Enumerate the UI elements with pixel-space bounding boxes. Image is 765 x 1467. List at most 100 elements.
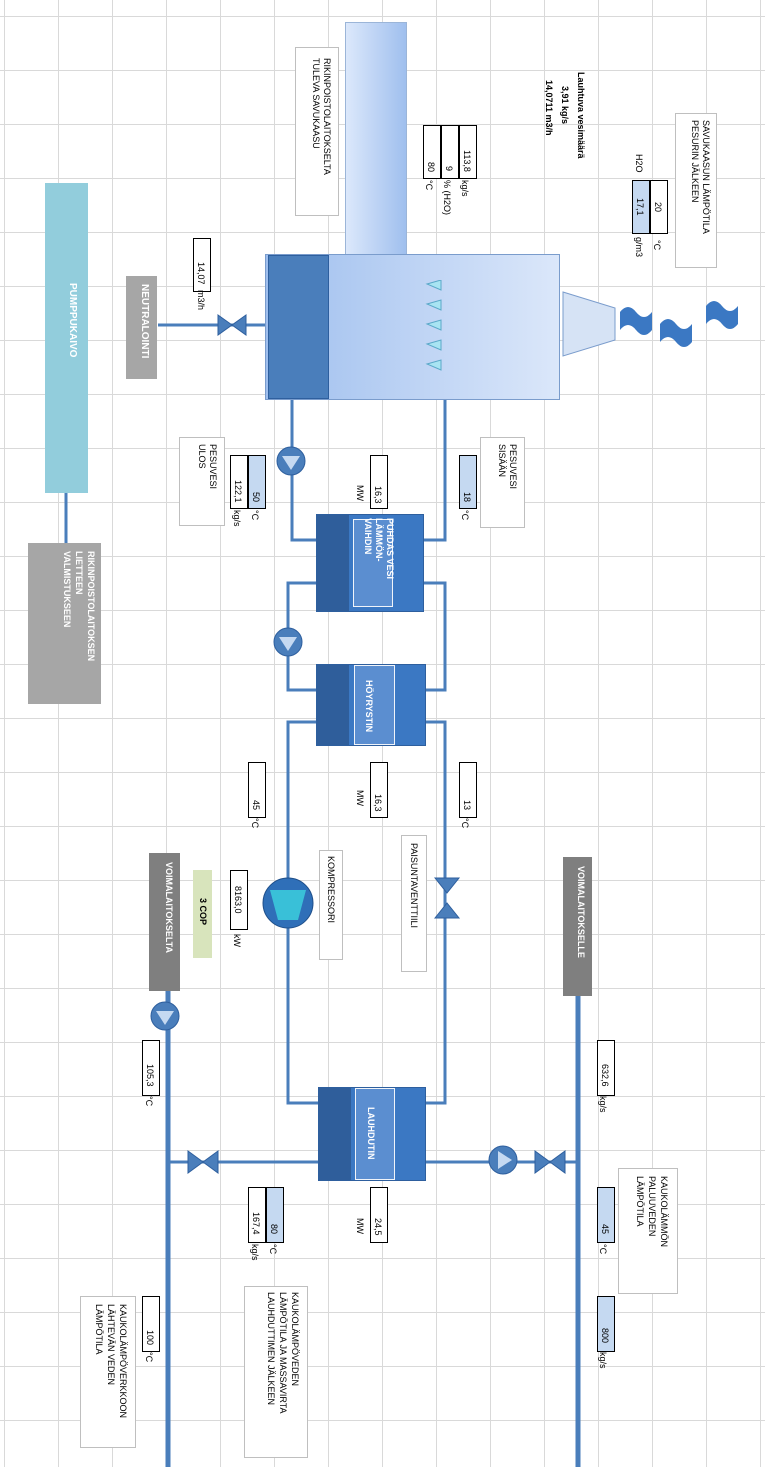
evap-in-temp-box	[459, 762, 477, 818]
cond-power-value: 24,5	[373, 1218, 383, 1236]
paisunta-label: PAISUNTAVENTTIILI	[409, 843, 419, 929]
dh-to-plant-unit: kg/s	[598, 1096, 608, 1113]
return-temp-box	[597, 1187, 615, 1243]
voimalaitokselta-box	[149, 853, 180, 991]
valve-neutral-b	[231, 314, 247, 336]
puhdas-vesi-heat-exchanger	[316, 514, 424, 612]
evap-power-value: 16,3	[373, 794, 383, 812]
flue-mass-box	[459, 125, 477, 179]
outflow-temp-box	[142, 1296, 160, 1352]
wash-out-box	[179, 437, 225, 526]
valve-cond-out-b	[202, 1150, 219, 1174]
cop-label: 3 COP	[198, 898, 208, 926]
outflow-temp-unit: °C	[144, 1352, 154, 1363]
wash-out-mass-box	[230, 455, 248, 509]
pumppukaivo-box	[45, 183, 88, 493]
pipe-intermediate-right	[422, 581, 447, 692]
return-mass-value: 800	[600, 1328, 610, 1344]
chimney	[345, 22, 407, 256]
cond-out-mass-box	[248, 1187, 266, 1243]
kompressori-box	[319, 850, 343, 960]
dh-from-plant-box	[142, 1040, 160, 1096]
evap-power-unit: MW	[355, 790, 365, 806]
smoke-in-box	[295, 47, 339, 216]
condensate-label: Lauhtuva vesimäärä 3,91 kg/s 14,0711 m3/…	[544, 72, 586, 159]
kompressori-label: KOMPRESSORI	[326, 856, 336, 924]
wash-out-temp-box	[248, 455, 266, 509]
clean-hx-power-box	[370, 455, 388, 509]
after-h2o-unit: g/m3	[634, 237, 644, 258]
pump-dh-supply	[150, 1001, 180, 1031]
after-h2o-box	[632, 180, 650, 234]
flue-mass-unit: kg/s	[460, 180, 470, 197]
comp-power-box	[230, 870, 248, 930]
wash-in-temp-box	[459, 455, 477, 509]
kauko-paluu-box	[618, 1168, 678, 1294]
after-h2o-value: 17,1	[635, 198, 645, 216]
evap-out-temp-unit: °C	[250, 818, 260, 829]
return-temp-unit: °C	[598, 1244, 608, 1255]
sludge-box	[28, 543, 101, 704]
dh-from-plant-value: 105,3	[145, 1064, 155, 1087]
flue-temp-unit: °C	[424, 180, 434, 191]
smoke-wave-3	[706, 301, 738, 329]
cond-out-mass-value: 167,4	[251, 1212, 261, 1235]
comp-power-value: 8163,0	[233, 886, 243, 914]
pumppukaivo-label: PUMPPUKAIVO	[67, 283, 78, 358]
smoke-temp-box	[675, 113, 717, 268]
dh-from-plant-unit: °C	[144, 1096, 154, 1107]
voimalaitokselle-label: VOIMALAITOKSELLE	[576, 866, 586, 958]
wash-out-temp-unit: °C	[250, 510, 260, 521]
wash-out-mass-unit: kg/s	[232, 510, 242, 527]
clean-hx-power-value: 16,3	[373, 486, 383, 504]
dh-to-plant-value: 632,6	[600, 1064, 610, 1087]
voimalaitokselta-label: VOIMALAITOKSELTA	[164, 862, 174, 953]
flue-temp-box	[423, 125, 441, 179]
hoyrystin-heat-exchanger	[316, 664, 426, 746]
wash-in-temp-value: 18	[462, 492, 472, 503]
neutralointi-box	[126, 276, 157, 379]
flue-mass-value: 113,8	[462, 150, 472, 172]
cond-power-box	[370, 1187, 388, 1243]
pump-intermediate	[273, 627, 303, 657]
wash-in-box	[480, 437, 525, 528]
clean-hx-power-unit: MW	[355, 485, 365, 501]
outflow-temp-value: 100	[145, 1330, 155, 1346]
kauko-lahteva-box	[80, 1296, 136, 1448]
flue-temp-value: 80	[426, 162, 436, 173]
evap-out-temp-value: 45	[251, 800, 261, 811]
valve-cond-out-a	[187, 1150, 204, 1174]
valve-neutral-a	[217, 314, 233, 336]
flue-h2o-unit: % (H2O)	[442, 180, 452, 216]
valve-expansion-a	[433, 877, 461, 894]
evap-in-temp-unit: °C	[460, 818, 470, 829]
wash-out-mass-value: 122,1	[233, 480, 243, 503]
scrubber-packing	[268, 255, 329, 399]
paisunta-box	[401, 835, 427, 972]
neutral-flow-unit: m3/h	[196, 290, 206, 311]
neutral-flow-value: 14,07	[196, 262, 206, 285]
flue-h2o-value: 9	[444, 166, 454, 172]
valve-cond-in-a	[534, 1150, 551, 1174]
after-temp-value: 20	[653, 202, 663, 213]
cond-out-temp-value: 80	[269, 1224, 279, 1235]
cond-out-temp-box	[266, 1187, 284, 1243]
pipe-wash-out	[290, 398, 316, 542]
return-mass-unit: kg/s	[598, 1352, 608, 1369]
lauhdutin-heat-exchanger	[318, 1087, 426, 1181]
compressor-icon	[262, 877, 314, 929]
comp-power-unit: kW	[232, 934, 242, 947]
voimalaitokselle-box	[563, 857, 592, 996]
smoke-wave-1	[620, 307, 652, 335]
neutral-flow-box	[193, 238, 211, 292]
wash-out-temp-value: 50	[251, 492, 261, 503]
wash-in-temp-unit: °C	[460, 510, 470, 521]
evap-out-temp-box	[248, 762, 266, 818]
